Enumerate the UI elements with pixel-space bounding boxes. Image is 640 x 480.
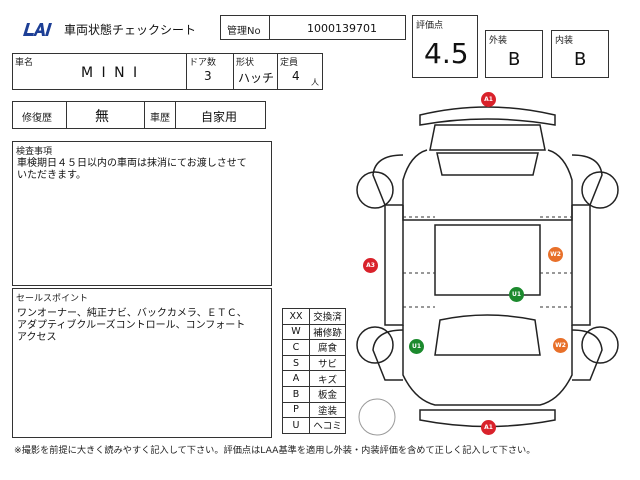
rear-body-outline xyxy=(402,325,573,406)
front-body-outline xyxy=(429,124,546,151)
divider xyxy=(233,54,234,89)
damage-marker: A3 xyxy=(363,258,378,273)
legend-code: U xyxy=(282,417,310,434)
right-side-panel xyxy=(571,205,591,326)
divider xyxy=(66,102,67,128)
front-left-fender-outline xyxy=(372,154,404,206)
damage-marker: U1 xyxy=(409,339,424,354)
legend-code: P xyxy=(282,401,310,419)
divider xyxy=(186,54,187,89)
interior-grade-value: B xyxy=(574,49,587,70)
grade-box: 評価点 4.5 xyxy=(412,15,478,78)
divider xyxy=(144,102,145,128)
legend-code: A xyxy=(282,370,310,387)
front-left-wheel xyxy=(356,171,394,209)
grade-value: 4.5 xyxy=(424,37,469,70)
inspection-notes-label: 検査事項 xyxy=(16,147,53,157)
legend-code: XX xyxy=(282,308,310,325)
front-right-wheel xyxy=(581,171,619,209)
management-number-divider xyxy=(269,16,270,39)
vehicle-name-label: 車名 xyxy=(15,58,34,68)
legend-code: C xyxy=(282,339,310,356)
vehicle-info-row: 車名 M I N I ドア数 3 形状 ハッチ 定員 4 人 xyxy=(12,53,323,90)
management-number-label: 管理No xyxy=(227,26,261,37)
management-number-value: 1000139701 xyxy=(307,22,377,35)
shape-value: ハッチ xyxy=(238,71,275,85)
divider xyxy=(175,102,176,128)
legend-code: B xyxy=(282,385,310,403)
left-side-panel xyxy=(384,205,404,326)
damage-marker: A1 xyxy=(481,420,496,435)
exterior-grade-label: 外装 xyxy=(489,36,508,46)
interior-grade-box: 内装 B xyxy=(551,30,609,78)
legend-name: 交換済 xyxy=(309,308,346,325)
capacity-value: 4 xyxy=(292,69,300,83)
inspection-notes-box: 検査事項 車検期日４５日以内の車両は抹消にてお渡しさせて いただきます。 xyxy=(12,141,272,286)
legend-name: 腐食 xyxy=(309,339,346,356)
front-bumper-outline xyxy=(419,106,556,126)
sales-points-text: ワンオーナー、純正ナビ、バックカメラ、ＥＴＣ、 アダプティブクルーズコントロール… xyxy=(17,308,247,343)
doors-value: 3 xyxy=(204,69,212,83)
legend-name: キズ xyxy=(309,370,346,387)
legend-code: S xyxy=(282,354,310,372)
rear-right-wheel xyxy=(581,326,619,364)
rear-left-wheel xyxy=(356,326,394,364)
legend-name: サビ xyxy=(309,354,346,372)
interior-grade-label: 内装 xyxy=(555,36,574,46)
laa-logo xyxy=(20,19,54,39)
sales-points-label: セールスポイント xyxy=(16,294,89,304)
legend-name: 塗装 xyxy=(309,401,346,419)
inspection-notes-text: 車検期日４５日以内の車両は抹消にてお渡しさせて いただきます。 xyxy=(17,158,247,181)
sales-points-box: セールスポイント ワンオーナー、純正ナビ、バックカメラ、ＥＴＣ、 アダプティブク… xyxy=(12,288,272,438)
rear-window-outline xyxy=(434,314,541,356)
damage-marker: U1 xyxy=(509,287,524,302)
divider xyxy=(277,54,278,89)
capacity-unit: 人 xyxy=(311,78,319,87)
cabin-outline xyxy=(402,149,573,221)
windshield-outline xyxy=(436,152,539,176)
damage-marker: A1 xyxy=(481,92,496,107)
history-row: 修復歴 無 車歴 自家用 xyxy=(12,101,266,129)
legend-code: W xyxy=(282,323,310,341)
damage-marker: W2 xyxy=(553,338,568,353)
legend-name: 補修跡 xyxy=(309,323,346,341)
exterior-grade-box: 外装 B xyxy=(485,30,543,78)
usage-history-label: 車歴 xyxy=(150,113,170,124)
capacity-label: 定員 xyxy=(280,58,299,68)
repair-history-label: 修復歴 xyxy=(22,113,52,124)
front-right-fender-outline xyxy=(571,154,603,206)
shape-label: 形状 xyxy=(236,58,255,68)
legend-name: ヘコミ xyxy=(309,417,346,434)
doors-label: ドア数 xyxy=(189,58,217,68)
footer-note: ※撮影を前提に大きく読みやすく記入して下さい。評価点はLAA基準を適用し外装・内… xyxy=(14,445,536,456)
car-damage-diagram xyxy=(356,106,619,436)
management-number-box: 管理No 1000139701 xyxy=(220,15,406,40)
exterior-grade-value: B xyxy=(508,49,521,70)
rear-right-fender-outline xyxy=(571,329,603,381)
rear-left-fender-outline xyxy=(372,329,404,381)
damage-marker: W2 xyxy=(548,247,563,262)
repair-history-value: 無 xyxy=(95,109,109,125)
usage-history-value: 自家用 xyxy=(201,110,238,124)
spare-tire-circle xyxy=(358,398,396,436)
vehicle-name-value: M I N I xyxy=(81,65,140,81)
roof-outline xyxy=(434,224,541,296)
sheet-title: 車両状態チェックシート xyxy=(64,23,197,37)
grade-label: 評価点 xyxy=(416,21,444,31)
legend-name: 板金 xyxy=(309,385,346,403)
